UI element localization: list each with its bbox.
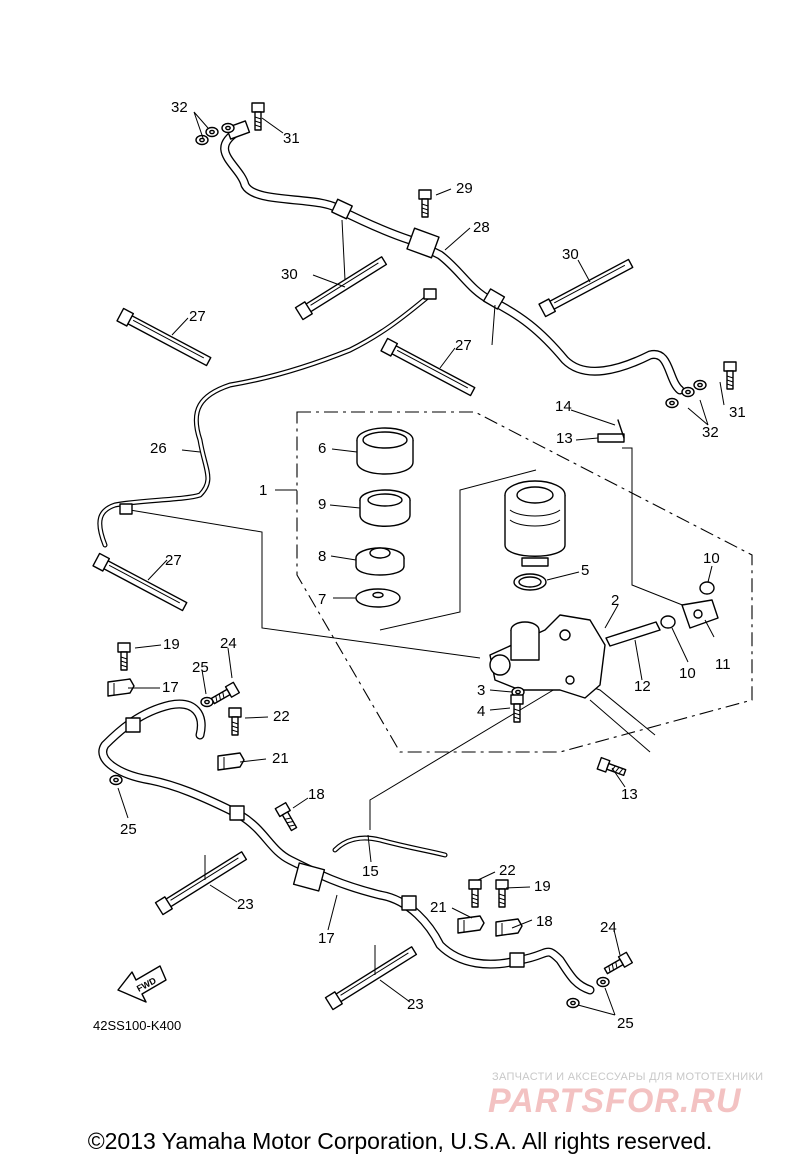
callout-8: 8 <box>318 548 326 565</box>
union-bolt-icon <box>602 951 634 977</box>
callout-2: 2 <box>611 592 619 609</box>
callout-25: 25 <box>120 821 137 838</box>
callout-18: 18 <box>308 786 325 803</box>
callout-20: 19 <box>534 878 551 895</box>
cable-tie-icon <box>538 256 635 318</box>
callout-19: 18 <box>536 913 553 930</box>
bolt-icon <box>274 801 300 833</box>
bolt-icon <box>495 879 509 908</box>
bolt-icon <box>418 189 432 218</box>
cap-icon <box>356 427 414 475</box>
clevis-icon <box>681 581 719 629</box>
callout-31: 31 <box>283 130 300 147</box>
callout-22: 22 <box>499 862 516 879</box>
clamp-icon <box>457 915 485 934</box>
callout-26: 26 <box>150 440 167 457</box>
callout-leaders <box>117 111 725 1016</box>
gasket-icon <box>205 126 219 138</box>
lower-hose <box>98 699 595 995</box>
union-bolt-icon <box>251 102 265 131</box>
callout-7: 7 <box>318 591 326 608</box>
callout-10: 10 <box>679 665 696 682</box>
gasket-icon <box>566 997 580 1009</box>
callout-24: 24 <box>600 919 617 936</box>
callout-25: 25 <box>192 659 209 676</box>
reservoir-tank-icon <box>504 480 566 567</box>
assembly-outline <box>296 411 753 753</box>
watermark-tagline: ЗАПЧАСТИ И АКСЕССУАРЫ ДЛЯ МОТОТЕХНИКИ <box>492 1071 764 1083</box>
bolt-icon <box>596 756 628 779</box>
watermark-logo: PARTSFOR.RU <box>488 1082 742 1120</box>
callout-30: 30 <box>281 266 298 283</box>
callout-numbers: 32 31 29 28 30 30 27 27 31 32 14 13 26 6… <box>120 99 746 1032</box>
master-cylinder-icon <box>489 614 606 699</box>
callout-27: 27 <box>189 308 206 325</box>
diaphragm-holder-icon <box>359 489 411 527</box>
diagram-code: 42SS100-K400 <box>93 1018 181 1033</box>
bolt-icon <box>228 707 242 736</box>
callout-4: 4 <box>477 703 485 720</box>
gasket-icon <box>195 134 209 146</box>
callout-28: 28 <box>473 219 490 236</box>
callout-27: 27 <box>165 552 182 569</box>
gasket-icon <box>109 774 123 786</box>
callout-23: 23 <box>407 996 424 1013</box>
callout-10: 10 <box>703 550 720 567</box>
push-rod-icon <box>605 615 676 647</box>
callout-17: 17 <box>318 930 335 947</box>
gasket-icon <box>681 386 695 398</box>
callout-19: 17 <box>162 679 179 696</box>
callout-15: 14 <box>555 398 572 415</box>
gasket-icon <box>221 122 235 134</box>
callout-16: 15 <box>362 863 379 880</box>
float-icon <box>355 588 401 608</box>
callout-20: 19 <box>163 636 180 653</box>
clamp-icon <box>495 918 523 937</box>
union-bolt-icon <box>723 361 737 390</box>
callout-21: 21 <box>430 899 447 916</box>
callout-5: 5 <box>581 562 589 579</box>
callout-32: 32 <box>702 424 719 441</box>
bolt-icon <box>468 879 482 908</box>
callout-30: 30 <box>562 246 579 263</box>
callout-29: 29 <box>456 180 473 197</box>
callout-3: 3 <box>477 682 485 699</box>
callout-32: 32 <box>171 99 188 116</box>
callout-12: 12 <box>634 678 651 695</box>
callout-14: 13 <box>556 430 573 447</box>
fwd-arrow-icon: FWD <box>117 965 167 1003</box>
callout-23: 23 <box>237 896 254 913</box>
callout-13: 13 <box>621 786 638 803</box>
gasket-icon <box>693 379 707 391</box>
callout-6: 6 <box>318 440 326 457</box>
callout-1: 1 <box>259 482 267 499</box>
callout-11: 11 <box>715 656 731 673</box>
union-bolt-icon <box>209 681 241 707</box>
callout-27: 27 <box>455 337 472 354</box>
short-pipe <box>332 835 448 858</box>
callout-22: 22 <box>273 708 290 725</box>
upper-hose <box>220 120 685 395</box>
callout-24: 24 <box>220 635 237 652</box>
bleed-screw-icon <box>510 694 524 723</box>
cable-tie-icon <box>294 253 389 321</box>
callout-25: 25 <box>617 1015 634 1032</box>
callout-21: 21 <box>272 750 289 767</box>
cable-tie-icon <box>324 943 419 1011</box>
diaphragm-icon <box>355 547 405 576</box>
copyright-notice: ©2013 Yamaha Motor Corporation, U.S.A. A… <box>87 1128 713 1154</box>
brake-pipe <box>97 288 437 548</box>
callout-9: 9 <box>318 496 326 513</box>
gasket-icon <box>596 976 610 988</box>
reference-lines <box>129 447 696 830</box>
cable-tie-icon <box>154 848 249 916</box>
hose-clamp-icon <box>513 573 547 591</box>
callout-31: 31 <box>729 404 746 421</box>
bolt-icon <box>117 642 131 671</box>
gasket-icon <box>665 397 679 409</box>
